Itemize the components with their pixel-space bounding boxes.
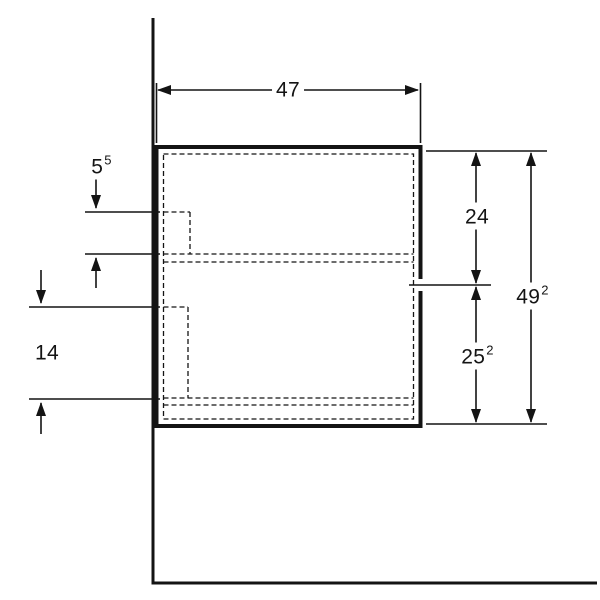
dim-total-height-label: 492 — [512, 282, 552, 310]
dim-lower-height-sup: 2 — [486, 342, 494, 358]
dim-top-inset-value: 5 — [91, 155, 104, 179]
dim-left-inset-label: 14 — [31, 338, 63, 366]
dim-lower-height-value: 25 — [461, 345, 486, 369]
dim-width-label: 47 — [272, 75, 304, 103]
dim-top-inset-label: 55 — [87, 152, 115, 180]
cabinet-inner-dashed — [162, 153, 415, 420]
dim-width-value: 47 — [276, 78, 300, 102]
cabinet-outline — [154, 145, 423, 428]
dim-upper-height-value: 24 — [465, 205, 489, 229]
dim-top-inset-sup: 5 — [104, 152, 112, 168]
dim-lower-height-label: 252 — [457, 342, 497, 370]
dim-total-height-value: 49 — [516, 285, 541, 309]
dim-total-height-sup: 2 — [541, 282, 549, 298]
dim-upper-height-label: 24 — [461, 202, 493, 230]
dim-left-inset-value: 14 — [35, 341, 59, 365]
